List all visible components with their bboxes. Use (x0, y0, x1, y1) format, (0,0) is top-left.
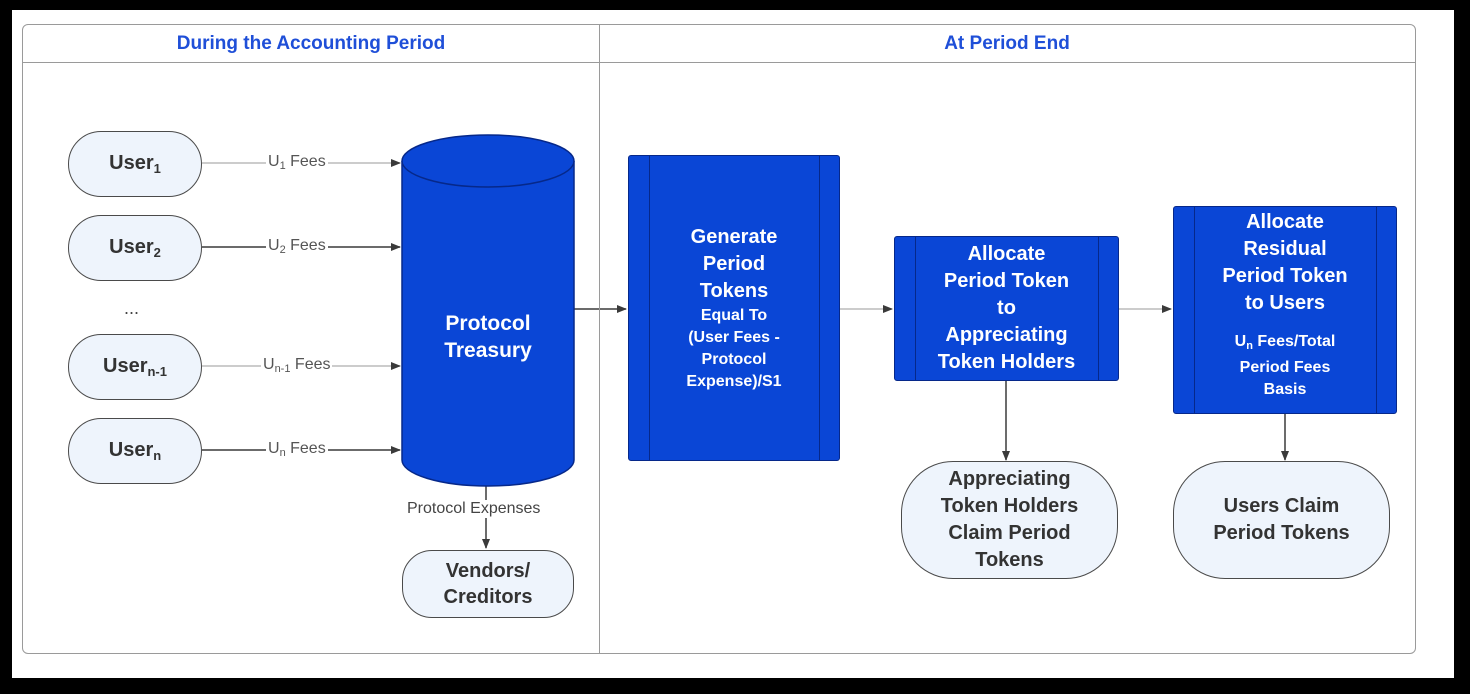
treasury-cylinder (401, 134, 575, 487)
fee-label-user-2: U2 Fees (266, 237, 328, 256)
users-claim-node: Users Claim Period Tokens (1173, 461, 1390, 579)
lane-divider (599, 25, 600, 653)
holders-claim-node: Appreciating Token Holders Claim Period … (901, 461, 1118, 579)
lane-title-during-period: During the Accounting Period (23, 25, 599, 63)
generate-period-tokens-process: Generate Period Tokens Equal To (User Fe… (628, 155, 840, 461)
user-1-label: User1 (109, 152, 161, 176)
fee-label-user-n-1: Un-1 Fees (261, 356, 333, 375)
swimlane-frame: During the Accounting Period At Period E… (22, 24, 1416, 654)
allocate-to-users-process: Allocate Residual Period Token to Users … (1173, 206, 1397, 414)
users-ellipsis: ... (124, 298, 140, 318)
fee-label-user-n: Un Fees (266, 440, 328, 459)
user-2-node: User2 (68, 215, 202, 281)
lane-title-period-end: At Period End (599, 25, 1415, 63)
fee-label-user-1: U1 Fees (266, 153, 328, 172)
user-n-1-node: Usern-1 (68, 334, 202, 400)
diagram-canvas: During the Accounting Period At Period E… (12, 10, 1454, 678)
user-n-label: Usern (108, 439, 162, 463)
user-n-node: Usern (68, 418, 202, 484)
user-2-label: User2 (109, 236, 161, 260)
connector-lines (202, 134, 1289, 549)
treasury-label: Protocol Treasury (444, 312, 532, 362)
user-1-node: User1 (68, 131, 202, 197)
user-n-1-label: Usern-1 (103, 355, 167, 379)
allocate-to-holders-process: Allocate Period Token to Appreciating To… (894, 236, 1119, 381)
vendors-creditors-node: Vendors/ Creditors (402, 550, 574, 618)
protocol-expenses-label: Protocol Expenses (405, 500, 543, 518)
